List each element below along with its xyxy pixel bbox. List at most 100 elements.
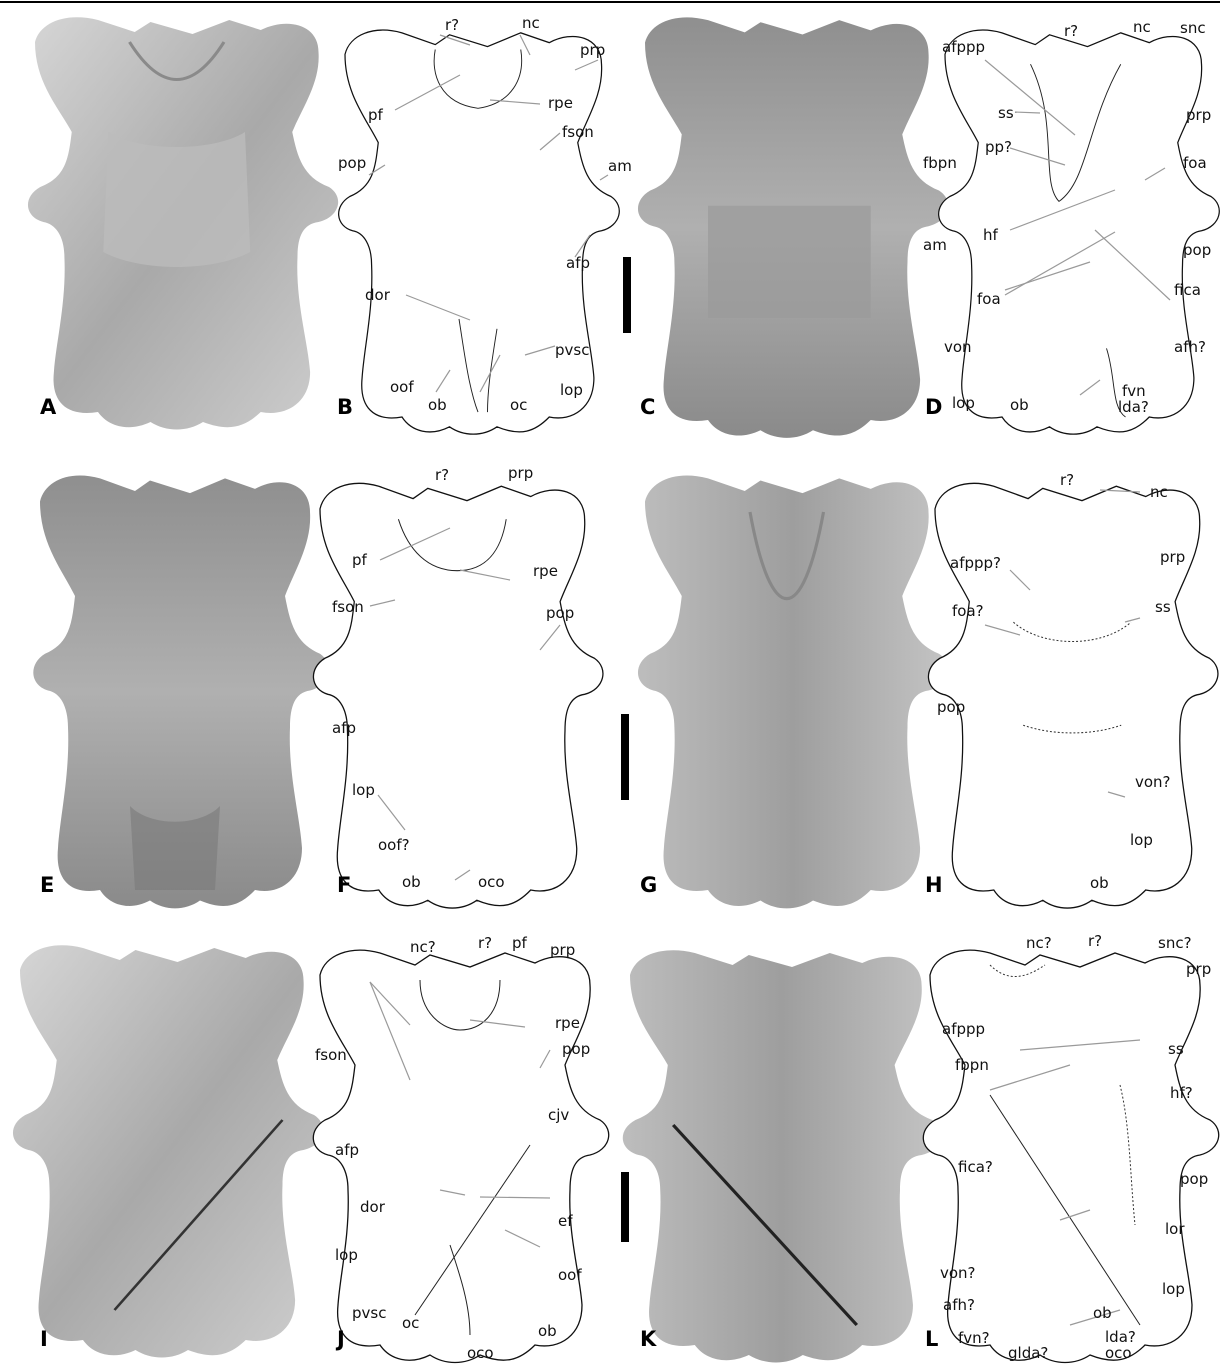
label-d-4: ss — [998, 104, 1014, 122]
label-l-4: afppp — [942, 1020, 985, 1038]
label-d-13: foa — [977, 290, 1001, 308]
label-j-10: ef — [558, 1212, 573, 1230]
label-b-8: afp — [566, 254, 590, 272]
label-l-13: afh? — [943, 1296, 975, 1314]
label-l-11: von? — [940, 1264, 976, 1282]
panel-letter-b: B — [337, 395, 353, 419]
label-j-1: r? — [478, 934, 492, 952]
label-j-5: fson — [315, 1046, 347, 1064]
panel-letter-k: K — [640, 1327, 657, 1351]
label-b-11: oof — [390, 378, 414, 396]
label-l-6: fbpn — [955, 1056, 989, 1074]
label-j-3: prp — [550, 941, 575, 959]
label-f-4: fson — [332, 598, 364, 616]
label-f-3: rpe — [533, 562, 558, 580]
label-h-2: prp — [1160, 548, 1185, 566]
label-h-1: nc — [1150, 483, 1168, 501]
label-d-11: hf — [983, 226, 999, 244]
label-b-2: prp — [580, 41, 605, 59]
panel-letter-a: A — [40, 395, 57, 419]
panel-a-photo — [28, 17, 338, 429]
label-j-2: pf — [512, 934, 528, 952]
label-l-7: hf? — [1170, 1084, 1193, 1102]
panel-d-drawing — [939, 30, 1220, 434]
label-h-0: r? — [1060, 471, 1074, 489]
label-d-3: snc — [1180, 19, 1206, 37]
label-f-10: oco — [478, 873, 505, 891]
label-h-4: ss — [1155, 598, 1171, 616]
label-d-7: fbpn — [923, 154, 957, 172]
label-f-2: pf — [352, 551, 368, 569]
panel-letter-f: F — [337, 873, 351, 897]
label-d-17: ob — [1010, 396, 1029, 414]
label-h-7: von? — [1135, 773, 1171, 791]
label-j-11: lop — [335, 1246, 358, 1264]
label-l-9: pop — [1180, 1170, 1208, 1188]
label-l-1: r? — [1088, 932, 1102, 950]
label-j-14: oc — [402, 1314, 419, 1332]
panel-letter-g: G — [640, 873, 657, 897]
label-h-5: foa? — [952, 602, 984, 620]
label-j-15: ob — [538, 1322, 557, 1340]
label-j-0: nc? — [410, 938, 436, 956]
label-f-1: prp — [508, 464, 533, 482]
label-d-15: afh? — [1174, 338, 1206, 356]
label-f-0: r? — [435, 466, 449, 484]
label-b-1: nc — [522, 14, 540, 32]
panel-k-photo — [623, 950, 942, 1362]
label-j-12: oof — [558, 1266, 582, 1284]
label-f-7: lop — [352, 781, 375, 799]
label-j-13: pvsc — [352, 1304, 386, 1322]
scale-bar-row3 — [621, 1172, 629, 1242]
label-h-9: ob — [1090, 874, 1109, 892]
panel-i-photo — [13, 945, 323, 1357]
label-l-16: glda? — [1008, 1344, 1048, 1362]
label-d-16: lop — [952, 394, 975, 412]
panel-letter-i: I — [40, 1327, 48, 1351]
label-f-8: oof? — [378, 836, 410, 854]
scale-bar-row1 — [623, 257, 631, 333]
label-l-15: ob — [1093, 1304, 1112, 1322]
label-f-6: afp — [332, 719, 356, 737]
label-b-12: ob — [428, 396, 447, 414]
label-b-5: fson — [562, 123, 594, 141]
label-b-3: rpe — [548, 94, 573, 112]
label-b-14: lop — [560, 381, 583, 399]
label-j-8: cjv — [548, 1106, 569, 1124]
panel-letter-h: H — [925, 873, 943, 897]
label-d-14: von — [944, 338, 972, 356]
label-j-6: pop — [562, 1040, 590, 1058]
label-h-3: afppp? — [950, 554, 1001, 572]
label-b-0: r? — [445, 16, 459, 34]
label-l-5: ss — [1168, 1040, 1184, 1058]
label-l-3: prp — [1186, 960, 1211, 978]
label-l-18: oco — [1105, 1344, 1132, 1362]
label-f-9: ob — [402, 873, 421, 891]
label-d-10: pop — [1183, 241, 1211, 259]
label-b-10: pvsc — [555, 341, 589, 359]
panel-e-photo — [33, 476, 328, 909]
label-l-14: fvn? — [958, 1329, 990, 1347]
panel-letter-l: L — [925, 1327, 938, 1351]
panel-c-photo — [638, 17, 948, 438]
label-b-13: oc — [510, 396, 527, 414]
label-l-8: fica? — [958, 1158, 993, 1176]
panel-letter-j: J — [335, 1327, 345, 1351]
scale-bar-row2 — [621, 714, 629, 800]
panel-b-drawing — [339, 30, 620, 434]
label-d-2: nc — [1133, 18, 1151, 36]
label-j-7: afp — [335, 1141, 359, 1159]
panel-letter-e: E — [40, 873, 54, 897]
label-b-7: am — [608, 157, 632, 175]
label-b-9: dor — [365, 286, 391, 304]
label-l-2: snc? — [1158, 934, 1192, 952]
label-d-9: am — [923, 236, 947, 254]
label-f-5: pop — [546, 604, 574, 622]
label-j-16: oco — [467, 1344, 494, 1362]
label-d-12: fica — [1174, 281, 1201, 299]
panel-g-photo — [638, 476, 948, 909]
label-l-10: lor — [1165, 1220, 1185, 1238]
label-d-0: afppp — [942, 38, 985, 56]
label-l-12: lop — [1162, 1280, 1185, 1298]
